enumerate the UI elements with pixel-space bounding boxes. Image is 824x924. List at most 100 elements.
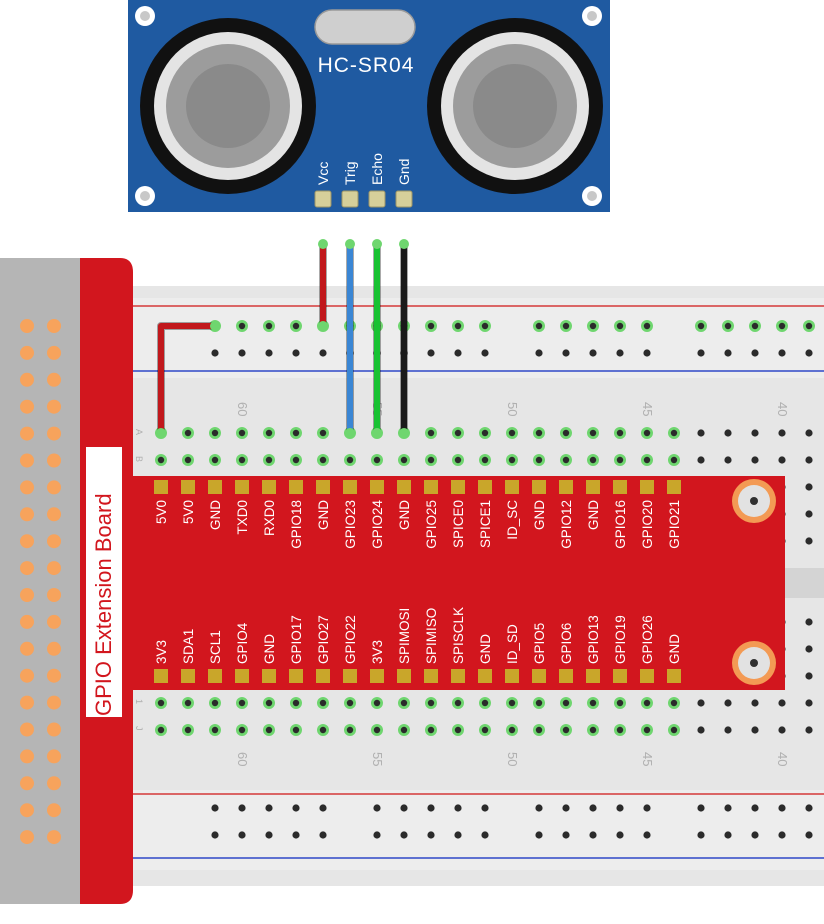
ribbon-pin (47, 641, 61, 656)
pin-label: GPIO25 (424, 500, 439, 549)
pin-label: GPIO23 (343, 500, 358, 549)
ribbon-pin (20, 534, 34, 549)
sensor-pin (341, 190, 359, 208)
breadboard-hole (697, 429, 705, 437)
ribbon-pin (47, 319, 61, 333)
pin-label: GPIO18 (289, 500, 304, 549)
sensor-pin (395, 190, 413, 208)
header-pin (343, 669, 357, 683)
pin-label: GPIO17 (289, 615, 304, 664)
breadboard-hole (778, 831, 786, 839)
pin-label: GPIO24 (370, 500, 385, 549)
breadboard-hole (778, 726, 786, 734)
column-number: 50 (505, 402, 520, 416)
cobbler-t-section (120, 476, 785, 690)
column-number: 55 (370, 752, 385, 766)
header-pin (586, 669, 600, 683)
header-pin (289, 480, 303, 494)
breadboard-hole (400, 831, 408, 839)
sensor-pin-label: Echo (369, 153, 385, 185)
ribbon-pin (47, 507, 61, 522)
column-number: 60 (235, 752, 250, 766)
pin-label: GPIO6 (559, 623, 574, 664)
column-number: 40 (775, 752, 790, 766)
pin-label: GND (262, 634, 277, 664)
sensor-pin (314, 190, 332, 208)
pin-label: GPIO5 (532, 623, 547, 664)
pin-label: 3V3 (154, 640, 169, 664)
header-pin (154, 480, 168, 494)
sensor-pin-label: Vcc (315, 162, 331, 185)
header-pin (640, 669, 654, 683)
header-pin (289, 669, 303, 683)
board-label: GPIO Extension Board (91, 493, 116, 716)
breadboard-hole (751, 726, 759, 734)
header-pin (370, 669, 384, 683)
jumper-wires (156, 239, 409, 438)
header-pin (181, 480, 195, 494)
breadboard-hole (211, 804, 219, 812)
pin-label: GND (397, 500, 412, 530)
breadboard-hole (454, 804, 462, 812)
breadboard-hole (751, 456, 759, 464)
breadboard-hole (778, 456, 786, 464)
header-row-top (154, 480, 681, 494)
header-pin (505, 480, 519, 494)
breadboard-hole (589, 804, 597, 812)
ribbon-pin (20, 749, 34, 764)
breadboard-hole (292, 831, 300, 839)
ribbon-pin (47, 668, 61, 683)
breadboard-hole (292, 804, 300, 812)
breadboard-hole (751, 831, 759, 839)
header-pin (208, 669, 222, 683)
breadboard-hole (805, 618, 813, 626)
breadboard-hole (211, 349, 219, 357)
pin-label: 3V3 (370, 640, 385, 664)
breadboard-hole (238, 831, 246, 839)
pin-label: GPIO13 (586, 615, 601, 664)
breadboard-hole (589, 831, 597, 839)
wire-end (345, 428, 355, 438)
row-number: 1 (134, 699, 144, 704)
transducer-left (140, 18, 316, 194)
wire-end (318, 239, 328, 249)
breadboard-hole (805, 672, 813, 680)
breadboard-hole (319, 831, 327, 839)
header-pin (343, 480, 357, 494)
ribbon-pin (47, 372, 61, 387)
breadboard-hole (805, 645, 813, 653)
header-pin (424, 669, 438, 683)
breadboard-hole (616, 349, 624, 357)
header-pin (640, 480, 654, 494)
breadboard-hole (697, 699, 705, 707)
ribbon-pin (47, 453, 61, 468)
breadboard-hole (697, 831, 705, 839)
top-power-rail (120, 298, 824, 378)
breadboard-hole (373, 804, 381, 812)
breadboard-hole (805, 699, 813, 707)
board-label-plate (86, 447, 122, 717)
pin-label: ID_SC (505, 500, 520, 540)
header-pin (667, 669, 681, 683)
ribbon-pin (20, 480, 34, 495)
ribbon-pin (47, 749, 61, 764)
breadboard-hole (265, 831, 273, 839)
sensor-pin (368, 190, 386, 208)
breadboard-hole (724, 699, 732, 707)
transducer-right (427, 18, 603, 194)
column-number: 60 (235, 402, 250, 416)
breadboard-hole (292, 349, 300, 357)
breadboard-hole (427, 349, 435, 357)
pin-label: GPIO22 (343, 615, 358, 664)
breadboard-hole (751, 349, 759, 357)
breadboard-hole (481, 831, 489, 839)
breadboard-hole (778, 349, 786, 357)
breadboard-hole (778, 429, 786, 437)
ribbon-pin (47, 776, 61, 791)
breadboard-hole (265, 349, 273, 357)
header-pin (262, 669, 276, 683)
pin-label: GPIO19 (613, 615, 628, 664)
